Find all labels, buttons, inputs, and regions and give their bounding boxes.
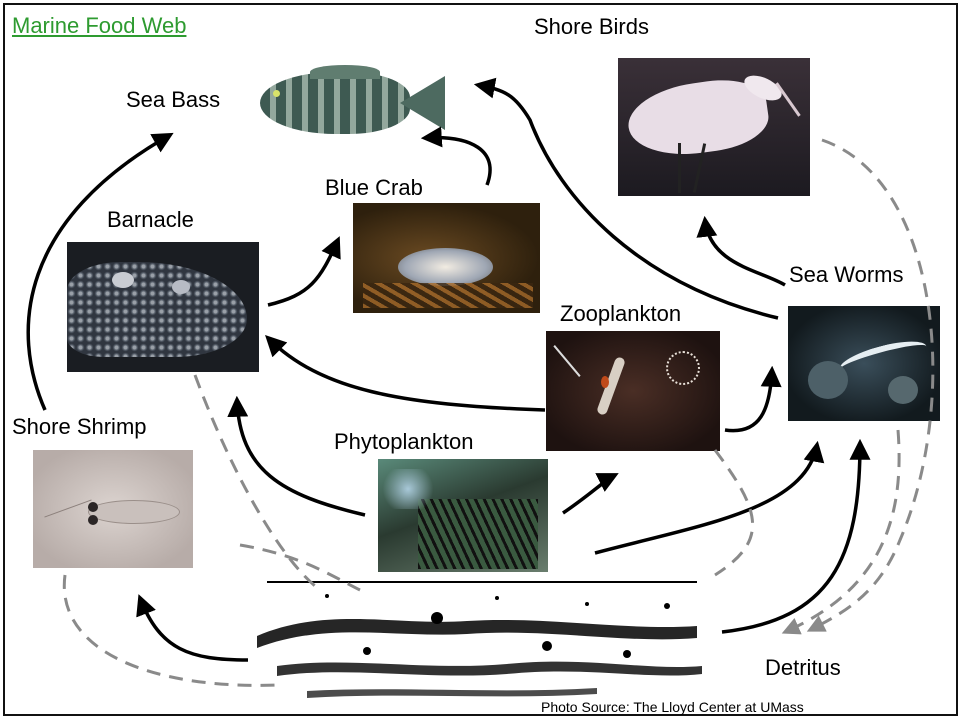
arrow-crab-to-bass — [425, 138, 490, 185]
dashed-worms-to-detritus — [785, 430, 899, 632]
arrow-worms-to-bass — [478, 85, 778, 318]
dashed-phyto-to-detritus — [240, 545, 360, 590]
arrow-phyto-to-zooplankton — [563, 475, 615, 513]
label-detritus: Detritus — [765, 655, 841, 681]
arrow-phyto-to-worms — [595, 445, 817, 553]
label-shore-birds: Shore Birds — [534, 14, 649, 40]
arrow-shrimp-to-bass — [28, 135, 170, 410]
arrow-barnacle-to-crab — [268, 240, 338, 305]
photo-source-credit: Photo Source: The Lloyd Center at UMass — [541, 699, 804, 715]
label-sea-worms: Sea Worms — [789, 262, 904, 288]
arrow-detritus-to-shrimp — [140, 598, 248, 660]
dashed-barnacle-to-detritus — [195, 375, 320, 590]
label-sea-bass: Sea Bass — [126, 87, 220, 113]
label-shore-shrimp: Shore Shrimp — [12, 414, 147, 440]
label-phytoplankton: Phytoplankton — [334, 429, 473, 455]
label-zooplankton: Zooplankton — [560, 301, 681, 327]
arrow-detritus-to-worms — [722, 443, 860, 632]
arrow-worms-to-birds — [705, 220, 785, 285]
dashed-birds-to-detritus — [810, 140, 933, 630]
dashed-shrimp-to-detritus — [64, 575, 280, 685]
dashed-zooplankton-to-detritus — [715, 450, 753, 575]
arrow-phyto-to-barnacle — [237, 400, 365, 515]
arrow-zooplankton-to-worms — [725, 370, 772, 431]
label-blue-crab: Blue Crab — [325, 175, 423, 201]
arrow-zooplankton-to-barnacle — [268, 338, 545, 410]
label-barnacle: Barnacle — [107, 207, 194, 233]
